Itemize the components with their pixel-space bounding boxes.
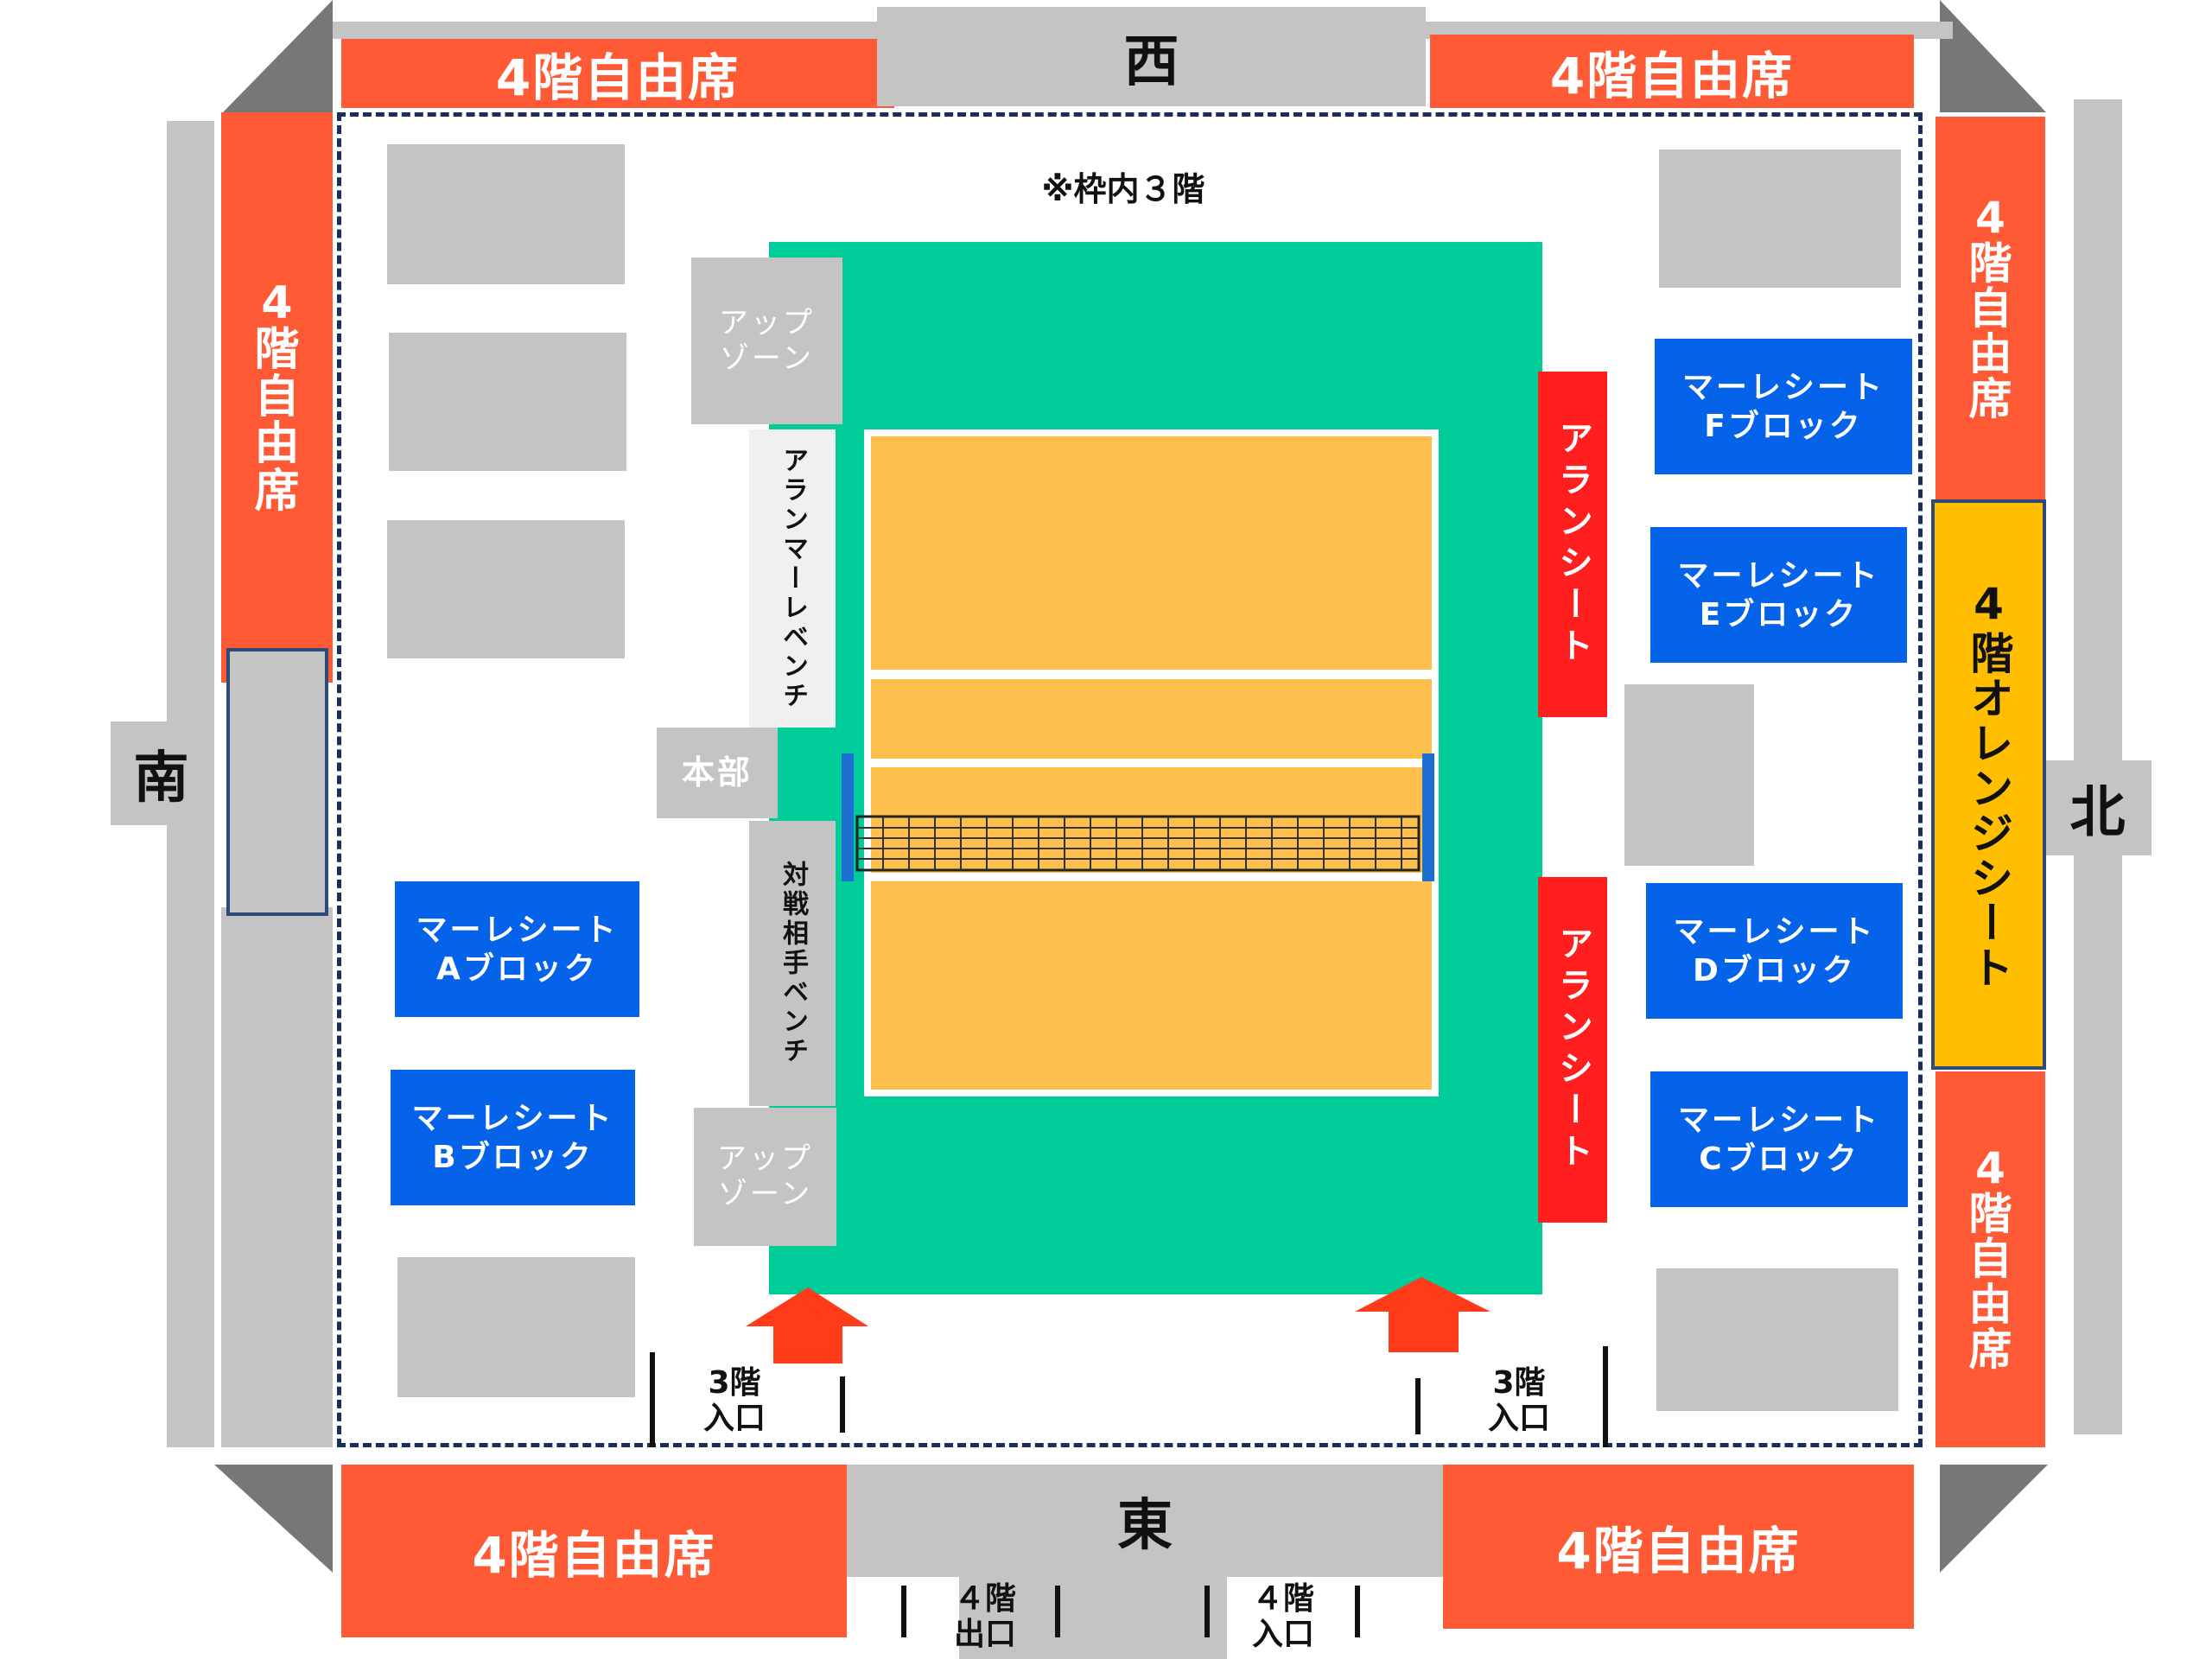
- headquarters: 本部: [657, 728, 778, 818]
- opponent-bench: 対戦相手ベンチ: [749, 821, 836, 1106]
- mare-seat-a[interactable]: マーレシート Aブロック: [395, 881, 639, 1017]
- floor4-exit[interactable]: ４階 出口: [953, 1581, 1016, 1653]
- free-seat-nw[interactable]: 4階自由席: [341, 39, 894, 108]
- compass-north: 北: [2044, 760, 2152, 855]
- floor4-entrance[interactable]: ４階 入口: [1251, 1581, 1314, 1653]
- aranmare-bench: アランマーレベンチ: [749, 429, 836, 728]
- entrance-arrow-left: [746, 1287, 868, 1363]
- floor3-entrance-right[interactable]: 3階 入口: [1487, 1365, 1550, 1437]
- mare-seat-c[interactable]: マーレシート Cブロック: [1650, 1071, 1908, 1207]
- court-center: [871, 767, 1432, 873]
- stand-block-n2: [1624, 684, 1754, 866]
- stand-block-n1: [1659, 149, 1901, 288]
- free-seat-se[interactable]: 4階自由席: [1443, 1465, 1914, 1629]
- orange-seat[interactable]: 4階オレンジシート: [1931, 499, 2046, 1070]
- mare-seat-d[interactable]: マーレシート Dブロック: [1646, 883, 1903, 1019]
- up-zone-south: アップ ゾーン: [694, 1108, 836, 1246]
- court-south: [871, 881, 1432, 1090]
- compass-south: 南: [111, 721, 212, 825]
- entrance-post: [1415, 1378, 1421, 1434]
- compass-east: 東: [847, 1465, 1443, 1577]
- entrance-post: [650, 1352, 655, 1447]
- stand-block-s3: [387, 520, 625, 658]
- mare-seat-e[interactable]: マーレシート Eブロック: [1650, 527, 1907, 663]
- net-post-right: [1422, 753, 1434, 881]
- free-seat-ne[interactable]: 4階自由席: [1430, 35, 1914, 108]
- south-gate: [226, 648, 328, 916]
- corner-se: [1940, 1465, 2048, 1573]
- stand-block-n3: [1656, 1268, 1898, 1411]
- stand-block-s2: [389, 333, 626, 471]
- free-seat-sw[interactable]: 4階自由席: [341, 1465, 847, 1637]
- corner-nw: [223, 0, 333, 112]
- compass-west: 西: [877, 7, 1426, 106]
- exit-post: [901, 1586, 906, 1637]
- stand-block-s1: [387, 144, 625, 284]
- east-walkway: [959, 1577, 1227, 1659]
- entrance-arrow-right: [1355, 1277, 1491, 1352]
- entrance-post: [840, 1376, 845, 1433]
- south-lower-stand: [221, 907, 333, 1447]
- volleyball-net: [842, 753, 1434, 881]
- stand-block-s4: [397, 1257, 635, 1397]
- exit-post: [1205, 1586, 1210, 1637]
- net-post-left: [842, 753, 854, 881]
- net-mesh: [855, 815, 1421, 872]
- court-north-back: [871, 436, 1432, 670]
- corner-sw: [214, 1465, 333, 1573]
- mare-seat-f[interactable]: マーレシート Fブロック: [1655, 339, 1912, 474]
- arena-seat-upper[interactable]: アランシート: [1538, 372, 1607, 717]
- corner-ne: [1940, 0, 2046, 112]
- floor3-entrance-left[interactable]: 3階 入口: [702, 1365, 766, 1437]
- arena-seat-lower[interactable]: アランシート: [1538, 877, 1607, 1223]
- exit-post: [1355, 1586, 1360, 1637]
- floor3-note: ※枠内３階: [1041, 169, 1205, 208]
- entrance-post: [1603, 1346, 1608, 1447]
- court-north-front: [871, 679, 1432, 759]
- up-zone-north: アップ ゾーン: [691, 257, 842, 424]
- mare-seat-b[interactable]: マーレシート Bブロック: [391, 1070, 635, 1205]
- exit-post: [1055, 1586, 1060, 1637]
- floor3-boundary: [337, 112, 1923, 1447]
